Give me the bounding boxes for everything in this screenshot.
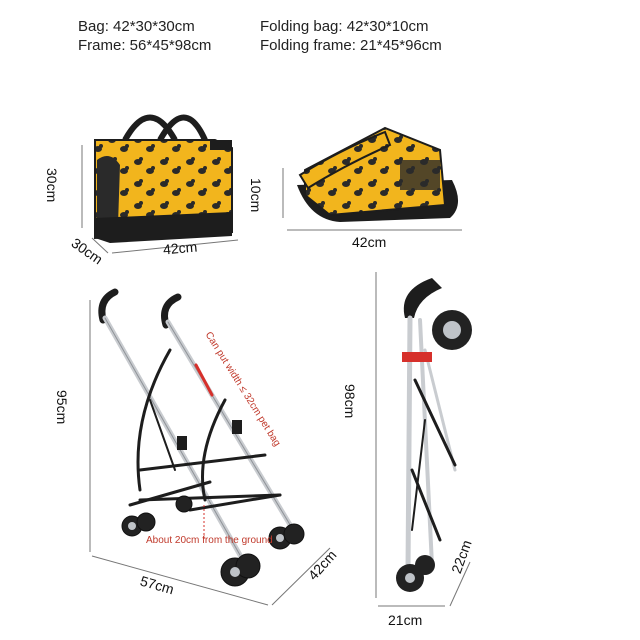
stroller-height-label: 95cm [54,390,70,425]
bag-height-label: 30cm [44,168,60,203]
spec-folding-frame: Folding frame: 21*45*96cm [260,37,442,54]
open-stroller [98,288,305,587]
spec-bag: Bag: 42*30*30cm [78,18,195,35]
folded-stroller-height-label: 98cm [342,384,358,419]
spec-folding-bag: Folding bag: 42*30*10cm [260,18,429,35]
bag-width-label: 42cm [162,238,198,258]
folded-stroller [396,278,472,592]
folded-bag-height-label: 10cm [248,178,264,213]
carrier-bag [94,114,233,243]
folded-bag-width-label: 42cm [352,234,387,250]
spec-frame: Frame: 56*45*98cm [78,37,212,54]
folded-stroller-width-label: 21cm [388,612,423,628]
ground-clearance-note: About 20cm from the ground [146,535,273,546]
folded-bag [297,126,459,222]
